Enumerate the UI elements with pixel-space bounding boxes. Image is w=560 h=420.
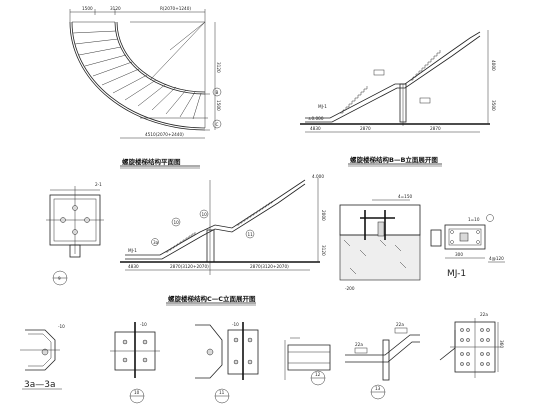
plan-title: 螺旋楼梯结构平面图 [122,157,181,166]
svg-text:22a: 22a [396,322,404,327]
svg-text:22a: 22a [480,312,488,317]
inner-arc [114,21,206,95]
detail-9-column-section: 2-1 9 [46,182,104,286]
svg-text:9: 9 [58,276,61,281]
radial-guides [130,21,206,94]
svg-text:3500: 3500 [491,100,496,111]
step-marks-c [165,201,273,253]
step-marks [340,50,441,114]
spiral-stair-plan: 1500 3120 R(2070+1240) 3120 1500 B C 451… [69,6,222,169]
end-plate-detail: 360 22a [439,312,504,378]
svg-text:3a: 3a [153,240,159,245]
elev-b-title: 螺旋楼梯结构B—B立面展开图 [350,155,438,164]
svg-text:2-1: 2-1 [95,182,102,187]
elev-c-title: 螺旋楼梯结构C—C立面展开图 [168,294,256,303]
svg-text:1500: 1500 [216,100,221,111]
tread-lines [72,21,206,128]
detail-11-number: 11 [219,390,225,395]
detail-13-number: 13 [375,386,381,391]
embed-detail-section: 4=150 -200 [339,194,421,291]
svg-text:2870(3120+2070): 2870(3120+2070) [250,264,289,269]
mj1-embed-plate: 300 1=10 MJ-1 4@120 [430,214,505,279]
svg-text:-10: -10 [58,324,65,329]
detail-11: -10 11 [195,322,259,404]
svg-text:1500: 1500 [82,6,93,11]
svg-text:360: 360 [499,340,504,348]
mj1-label-b: MJ-1 [318,104,327,109]
detail-12: 12 [284,337,331,386]
elev-top-c: 4.000 [312,174,324,179]
inner-arc-2 [116,21,206,93]
elevation-c-view: 4.000 2000 3120 10 10 11 3a MJ-1 4830 28… [120,174,326,306]
concrete-block [339,234,421,281]
outer-arc-2 [71,21,206,129]
mj1-detail-label: MJ-1 [447,269,466,279]
mj1-label-c: MJ-1 [128,248,137,253]
svg-text:1=10: 1=10 [468,217,480,222]
elev-base-b: ±0.000 [308,116,324,121]
section-3a: -10 3a—3a [20,324,65,390]
detail-13: 22a 22a 13 [345,322,420,400]
detail-10: -10 10 [110,322,160,404]
axis-b-label: B [216,90,219,95]
svg-text:2870: 2870 [360,126,371,131]
stair-profile-c [125,179,306,256]
svg-text:-200: -200 [345,286,355,291]
svg-text:4830: 4830 [310,126,321,131]
svg-text:11: 11 [248,232,254,237]
svg-text:-10: -10 [140,322,147,327]
svg-text:3120: 3120 [321,245,326,256]
section-3a-label: 3a—3a [24,380,55,390]
elevation-b-view: 4000 3500 MJ-1 ±0.000 4830 2870 2870 螺旋楼… [300,30,496,167]
axis-b-marker [212,87,222,97]
svg-text:4=150: 4=150 [398,194,413,199]
svg-text:-10: -10 [232,322,239,327]
svg-text:2870: 2870 [430,126,441,131]
svg-text:2000: 2000 [321,210,326,221]
svg-text:R(2070+1240): R(2070+1240) [160,6,191,11]
svg-text:4510(2070+2440): 4510(2070+2440) [145,132,184,137]
stair-profile [305,31,481,119]
svg-text:10: 10 [202,212,208,217]
svg-text:4000: 4000 [491,60,496,71]
detail-12-number: 12 [315,372,321,377]
svg-text:10: 10 [174,220,180,225]
outer-arc [69,21,206,131]
stair-underside [305,35,481,123]
detail-10-number: 10 [134,390,140,395]
svg-text:4@120: 4@120 [489,256,504,261]
axis-c-marker [212,119,222,129]
svg-text:4830: 4830 [128,264,139,269]
svg-text:3120: 3120 [216,62,221,73]
svg-text:22a: 22a [355,342,363,347]
svg-text:300: 300 [455,252,463,257]
axis-c-label: C [216,122,219,127]
svg-text:3120: 3120 [110,6,121,11]
svg-text:2870(3120+2070): 2870(3120+2070) [170,264,209,269]
straight-flight [140,93,210,131]
